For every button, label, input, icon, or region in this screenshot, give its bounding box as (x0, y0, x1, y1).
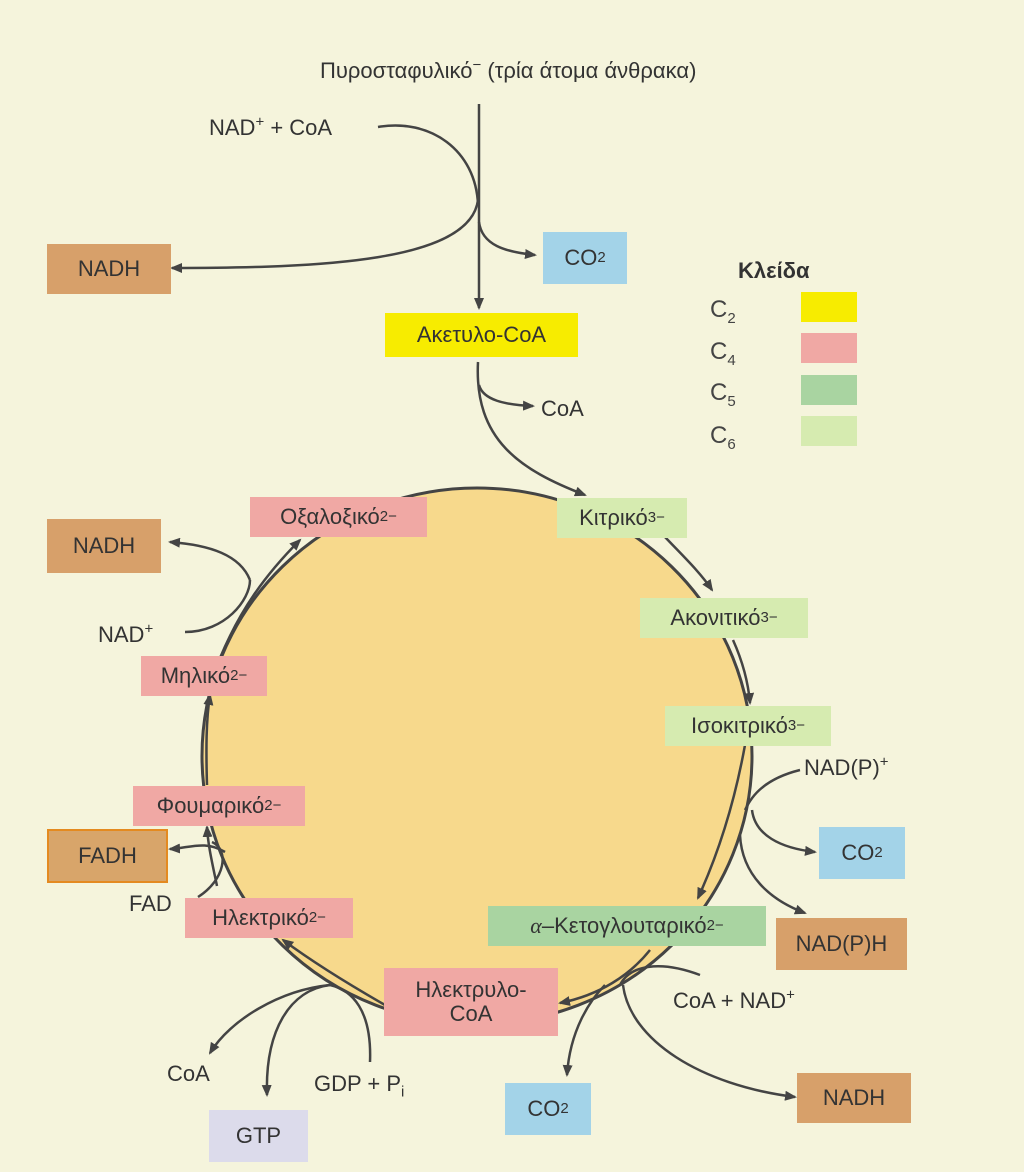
coa-nad-label: CoA + NAD+ (673, 986, 795, 1013)
aconitate-to-isocitrate-arrow (731, 639, 755, 705)
co2-right-curve (750, 809, 817, 856)
succinyl-coa-box: Ηλεκτρυλο- CoA (384, 968, 558, 1036)
pyruvate-text: Πυροσταφυλικό (320, 58, 473, 83)
succinyl-coa-line2: CoA (449, 1001, 493, 1026)
coa-nad-input-curve (618, 965, 701, 986)
gtp-box: GTP (209, 1110, 308, 1162)
nad-coa-input-curve (377, 124, 480, 206)
gdp-input-curve (329, 983, 372, 1063)
key-c4-label: C4 (710, 338, 736, 369)
nadp-plus-label: NAD(P)+ (804, 753, 889, 780)
acetyl-to-citrate-arrow (476, 361, 587, 497)
pyruvate-sup: − (472, 56, 482, 74)
succinyl-coa-line1: Ηλεκτρυλο- (415, 976, 527, 1002)
coa-bottom-label: CoA (167, 1061, 210, 1086)
nadh-top-curve (170, 199, 480, 273)
nadh-top-box: NADH (47, 244, 171, 294)
ketoglutarate-to-succinyl-arrow (558, 949, 651, 1006)
key-c6-label: C6 (710, 422, 736, 453)
pyruvate-rest: (τρία άτομα άνθρακα) (481, 58, 697, 83)
nadh-left-box: NADH (47, 519, 161, 573)
co2-bottom-curve (562, 984, 606, 1077)
nad-coa-top-label: NAD+ + CoA (209, 113, 333, 140)
succinyl-to-succinate-arrow (281, 938, 386, 1007)
key-title: Κλείδα (738, 258, 810, 283)
gdp-pi-label: GDP + Pi (314, 1071, 405, 1101)
fadh-curve (168, 843, 226, 854)
fadh-box: FADH (47, 829, 168, 883)
pyruvate-label: Πυροσταφυλικό− (τρία άτομα άνθρακα) (320, 56, 697, 83)
nadph-curve (738, 834, 807, 915)
nadh-left-curve (168, 537, 252, 581)
coa-release-label: CoA (541, 396, 584, 421)
key-c2-label: C2 (710, 296, 736, 327)
nadh-bottom-box: NADH (797, 1073, 911, 1123)
key-c5-swatch (801, 375, 857, 405)
co2-top-curve (477, 221, 537, 259)
isocitrate-to-ketoglutarate-arrow (696, 744, 747, 900)
key-c4-swatch (801, 333, 857, 363)
key-c5-label: C5 (710, 379, 736, 410)
coa-release-curve (477, 384, 535, 411)
coa-bottom-curve (208, 983, 331, 1055)
nadp-input-curve (743, 768, 801, 811)
nadh-bottom-curve (621, 984, 797, 1101)
key-c2-swatch (801, 292, 857, 322)
nad-left-label: NAD+ (98, 620, 154, 647)
fad-label: FAD (129, 891, 172, 916)
fad-input-curve (197, 840, 224, 899)
key-c6-swatch (801, 416, 857, 446)
acetyl-coa-box: Ακετυλο-CoA (385, 313, 578, 357)
gtp-curve (261, 983, 331, 1097)
citrate-to-aconitate-arrow (664, 536, 714, 592)
nadph-box: NAD(P)H (776, 918, 907, 970)
malate-to-oxaloacetate-arrow (218, 538, 302, 659)
nad-left-input-curve (184, 579, 252, 634)
fumarate-to-malate-arrow (203, 693, 214, 786)
